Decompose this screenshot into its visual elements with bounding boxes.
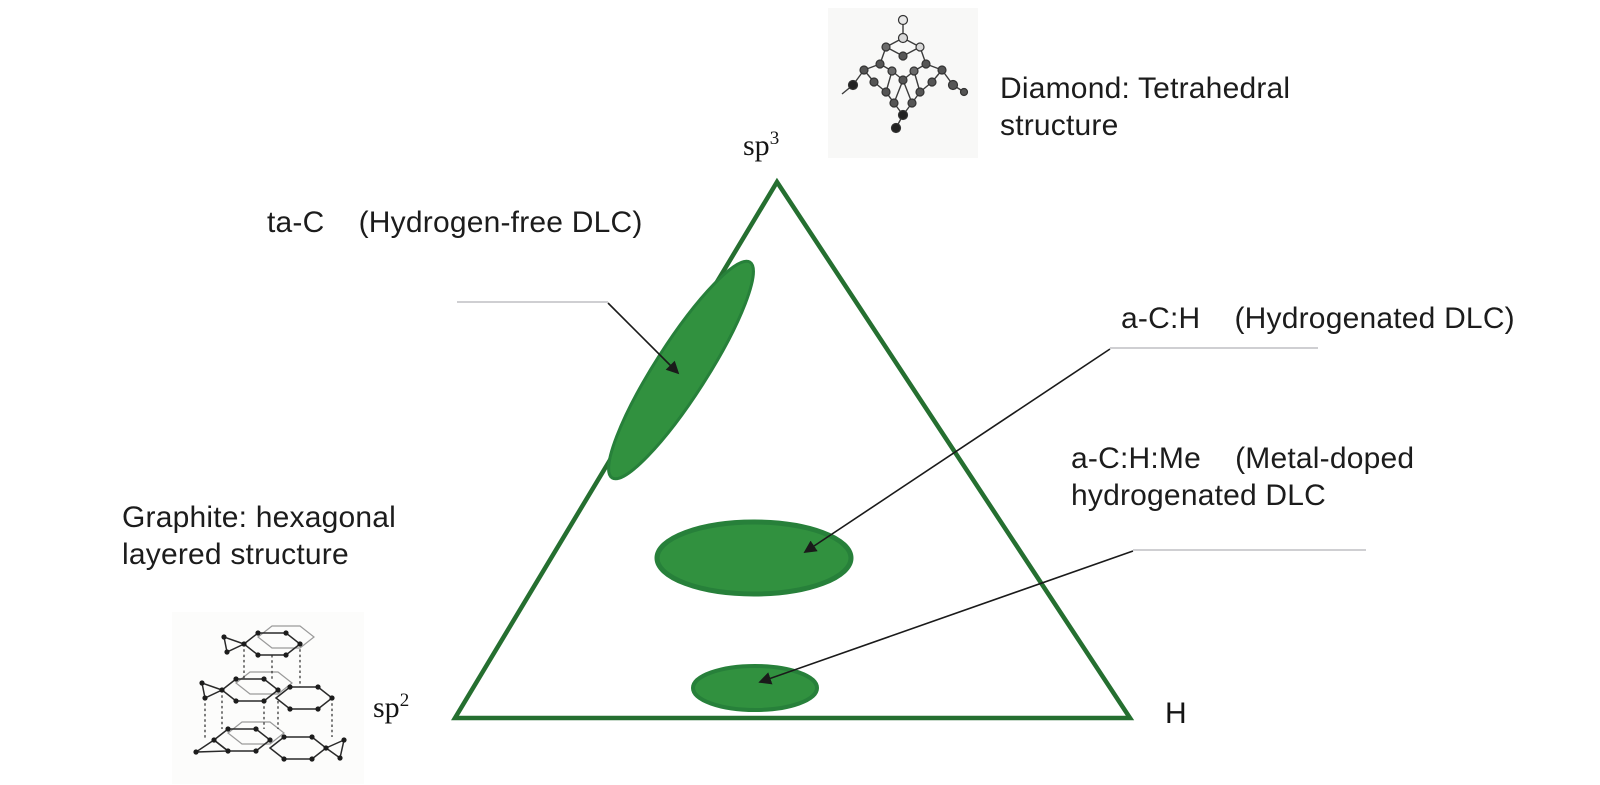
diamond-bonds bbox=[841, 20, 965, 129]
diamond-atoms bbox=[847, 14, 969, 134]
a-c-h-me-region-label: a-C:H:Me (Metal-doped hydrogenated DLC bbox=[1071, 442, 1415, 512]
a-c-h-region-label: a-C:H (Hydrogenated DLC) bbox=[1121, 302, 1515, 335]
graphite-atoms bbox=[193, 630, 347, 762]
diamond-structure-image bbox=[828, 8, 978, 158]
vertex-sp2-sup: 2 bbox=[399, 690, 410, 711]
ternary-triangle-outline bbox=[451, 177, 1135, 721]
a-c-h-leader-arrow bbox=[803, 348, 1111, 553]
vertex-label-sp2: sp2 bbox=[373, 691, 409, 725]
a-c-h-region-ellipse bbox=[654, 519, 854, 597]
graphite-structure-image bbox=[172, 612, 364, 784]
graphite-caption: Graphite: hexagonal layered structure bbox=[122, 501, 396, 571]
a-c-h-leader bbox=[803, 347, 1318, 553]
a-c-h-me-leader-arrow bbox=[758, 550, 1134, 685]
vertex-sp3-base: sp bbox=[743, 129, 770, 162]
diamond-caption: Diamond: Tetrahedral structure bbox=[1000, 72, 1291, 142]
graphite-back-layers bbox=[227, 625, 315, 745]
ta-c-region-label: ta-C (Hydrogen-free DLC) bbox=[267, 206, 643, 239]
vertex-sp2-base: sp bbox=[373, 691, 400, 724]
ta-c-leader-arrow bbox=[607, 302, 680, 375]
a-c-h-me-leader bbox=[758, 549, 1366, 685]
vertex-label-sp3: sp3 bbox=[743, 129, 779, 163]
ta-c-leader bbox=[457, 301, 680, 375]
vertex-label-h: H bbox=[1165, 697, 1187, 730]
graphite-interlayer-bonds bbox=[204, 644, 333, 740]
a-c-h-me-region-ellipse bbox=[691, 664, 819, 712]
ta-c-region-ellipse bbox=[607, 259, 755, 481]
vertex-sp3-sup: 3 bbox=[769, 128, 780, 149]
